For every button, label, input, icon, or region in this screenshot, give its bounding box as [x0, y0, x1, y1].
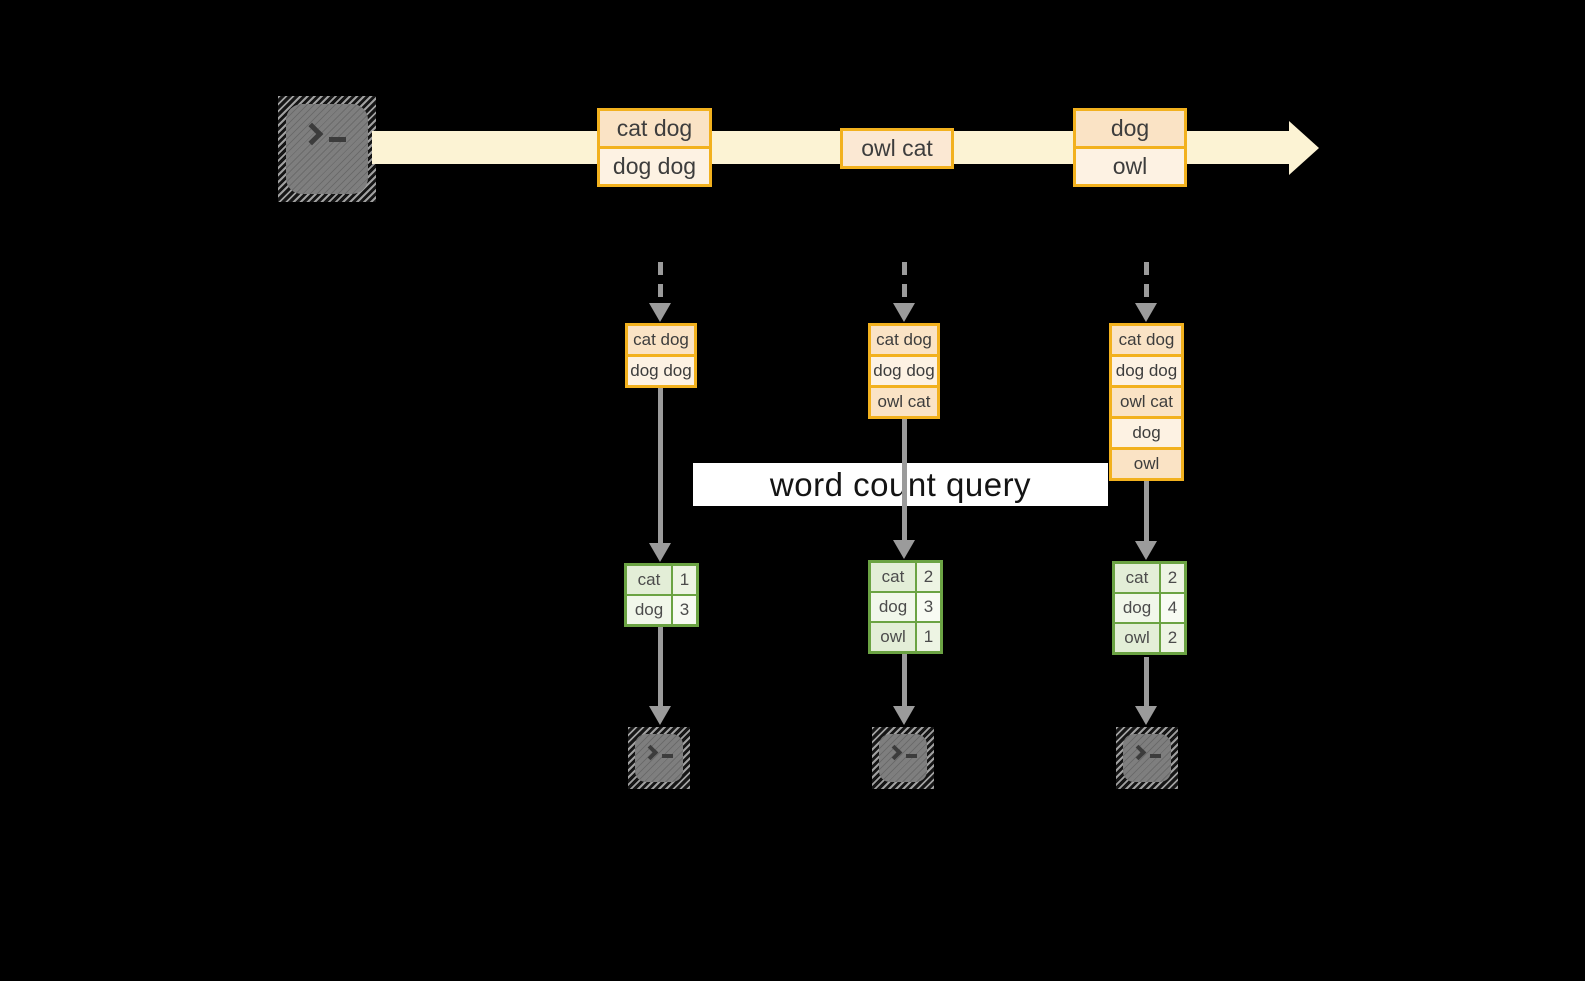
word-cell: dog: [1115, 594, 1159, 622]
terminal-screen: [1123, 734, 1171, 782]
terminal-icon: [872, 727, 934, 789]
terminal-icon: [1116, 727, 1178, 789]
dashed-arrow-head-icon: [1135, 303, 1157, 322]
stream-batch-3: dog owl: [1073, 108, 1187, 187]
terminal-prompt-icon: [1130, 744, 1161, 761]
table-row: dog 4: [1115, 594, 1184, 622]
terminal-screen: [879, 734, 927, 782]
cursor-underscore-icon: [906, 754, 917, 758]
snapshot-row: owl cat: [871, 388, 937, 416]
stream-record: owl: [1076, 149, 1184, 184]
snapshot-row: dog dog: [1112, 357, 1181, 385]
terminal-icon: [628, 727, 690, 789]
flow-arrow-line: [1144, 657, 1149, 707]
dashed-arrow-line: [902, 262, 907, 304]
result-table-2: cat 2 dog 3 owl 1: [868, 560, 943, 654]
word-cell: cat: [1115, 564, 1159, 592]
cursor-underscore-icon: [662, 754, 673, 758]
table-row: owl 2: [1115, 624, 1184, 652]
table-row: cat 2: [871, 563, 940, 591]
table-row: cat 2: [1115, 564, 1184, 592]
terminal-screen: [286, 104, 368, 194]
table-row: owl 1: [871, 623, 940, 651]
cursor-underscore-icon: [329, 137, 346, 142]
flow-arrow-head-icon: [649, 543, 671, 562]
cursor-underscore-icon: [1150, 754, 1161, 758]
flow-arrow-head-icon: [1135, 541, 1157, 560]
count-cell: 2: [1161, 564, 1184, 592]
chevron-right-icon: [886, 744, 903, 761]
flow-arrow-head-icon: [649, 706, 671, 725]
snapshot-row: cat dog: [1112, 326, 1181, 354]
result-table-3: cat 2 dog 4 owl 2: [1112, 561, 1187, 655]
flow-arrow-head-icon: [893, 540, 915, 559]
terminal-prompt-icon: [300, 122, 346, 146]
dashed-arrow-line: [658, 262, 663, 304]
word-cell: cat: [627, 566, 671, 594]
terminal-screen: [635, 734, 683, 782]
flow-arrow-line: [902, 419, 907, 541]
dashed-arrow-head-icon: [893, 303, 915, 322]
word-cell: dog: [871, 593, 915, 621]
terminal-icon: [278, 96, 376, 202]
dashed-arrow-line: [1144, 262, 1149, 304]
stream-arrow-head-icon: [1289, 121, 1319, 175]
count-cell: 4: [1161, 594, 1184, 622]
word-cell: dog: [627, 596, 671, 624]
count-cell: 3: [917, 593, 940, 621]
stream-record: owl cat: [843, 131, 951, 166]
word-cell: cat: [871, 563, 915, 591]
dashed-arrow-head-icon: [649, 303, 671, 322]
result-table-1: cat 1 dog 3: [624, 563, 699, 627]
table-row: dog 3: [871, 593, 940, 621]
chevron-right-icon: [300, 122, 324, 146]
count-cell: 1: [673, 566, 696, 594]
snapshot-table-3: cat dog dog dog owl cat dog owl: [1109, 323, 1184, 481]
flow-arrow-line: [902, 654, 907, 707]
table-row: dog 3: [627, 596, 696, 624]
snapshot-row: owl cat: [1112, 388, 1181, 416]
flow-arrow-head-icon: [1135, 706, 1157, 725]
terminal-prompt-icon: [642, 744, 673, 761]
chevron-right-icon: [1130, 744, 1147, 761]
word-cell: owl: [871, 623, 915, 651]
query-label: word count query: [769, 465, 1032, 503]
flow-arrow-line: [658, 388, 663, 544]
count-cell: 2: [917, 563, 940, 591]
snapshot-table-1: cat dog dog dog: [625, 323, 697, 388]
terminal-prompt-icon: [886, 744, 917, 761]
flow-arrow-line: [1144, 481, 1149, 542]
stream-batch-2: owl cat: [840, 128, 954, 169]
stream-record: dog: [1076, 111, 1184, 146]
snapshot-table-2: cat dog dog dog owl cat: [868, 323, 940, 419]
snapshot-row: dog dog: [871, 357, 937, 385]
chevron-right-icon: [642, 744, 659, 761]
snapshot-row: dog dog: [628, 357, 694, 385]
table-row: cat 1: [627, 566, 696, 594]
flow-arrow-head-icon: [893, 706, 915, 725]
word-cell: owl: [1115, 624, 1159, 652]
count-cell: 3: [673, 596, 696, 624]
stream-batch-1: cat dog dog dog: [597, 108, 712, 187]
stream-record: dog dog: [600, 149, 709, 184]
snapshot-row: dog: [1112, 419, 1181, 447]
count-cell: 2: [1161, 624, 1184, 652]
snapshot-row: cat dog: [871, 326, 937, 354]
count-cell: 1: [917, 623, 940, 651]
snapshot-row: cat dog: [628, 326, 694, 354]
snapshot-row: owl: [1112, 450, 1181, 478]
flow-arrow-line: [658, 627, 663, 707]
query-banner: word count query: [693, 463, 1108, 506]
stream-record: cat dog: [600, 111, 709, 146]
